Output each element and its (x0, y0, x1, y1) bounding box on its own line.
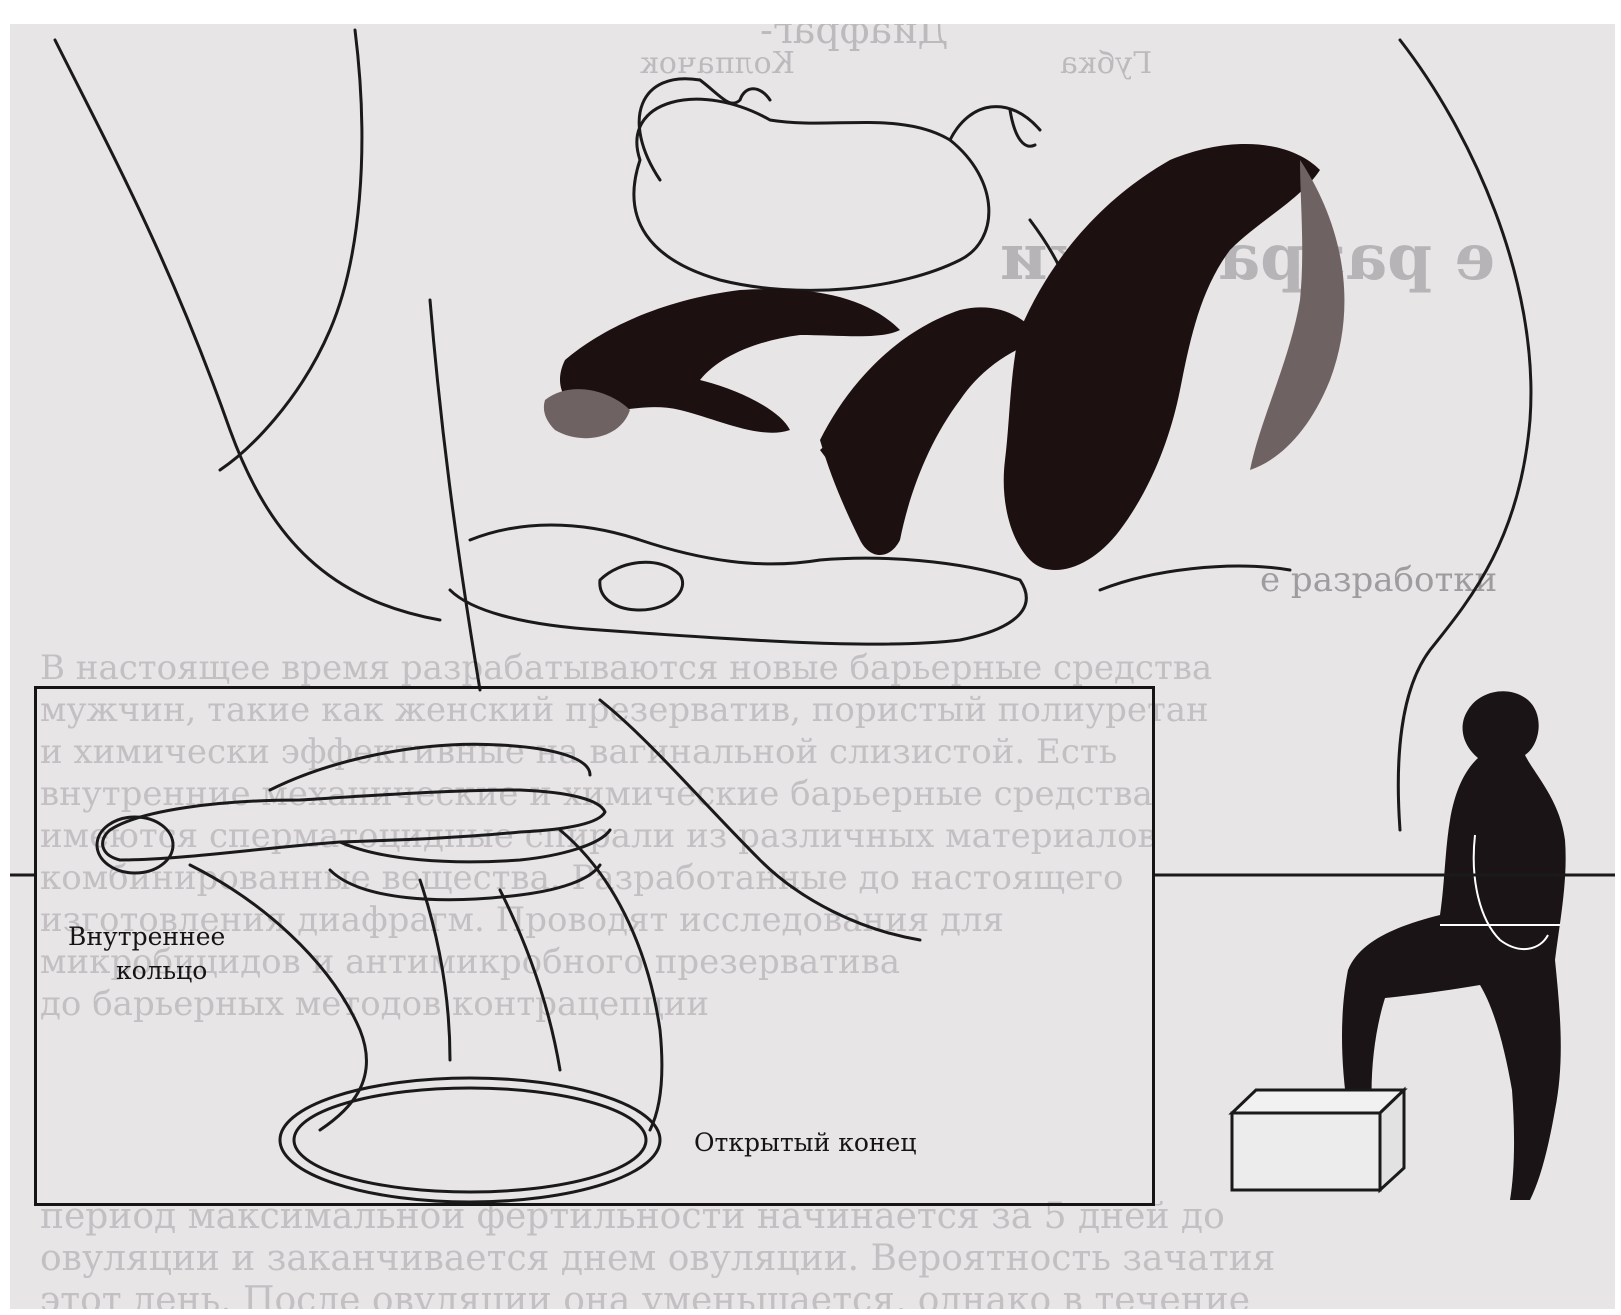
image-border-bottom (0, 1309, 1621, 1315)
image-border-left (0, 0, 10, 1315)
sheath-fold (500, 890, 560, 1070)
sheath-outline (600, 700, 920, 940)
image-border-right (1615, 0, 1621, 1315)
finger-outline (270, 744, 590, 790)
finger-outline (330, 865, 600, 900)
sheath-fold (420, 880, 450, 1060)
inner-ring-label-line2: кольцо (116, 954, 328, 988)
inner-ring-outline (97, 817, 173, 873)
outer-ring-outline (280, 1078, 660, 1202)
sheath-outline (560, 830, 662, 1130)
outer-ring-outline (294, 1088, 646, 1192)
image-border-top (0, 0, 1621, 24)
sheath-outline (190, 865, 366, 1130)
inner-ring-label-line1: Внутреннее (68, 922, 225, 951)
open-end-label: Открытый конец (694, 1126, 916, 1160)
finger-outline (103, 790, 605, 860)
inner-ring-label: Внутреннее кольцо (68, 920, 328, 988)
